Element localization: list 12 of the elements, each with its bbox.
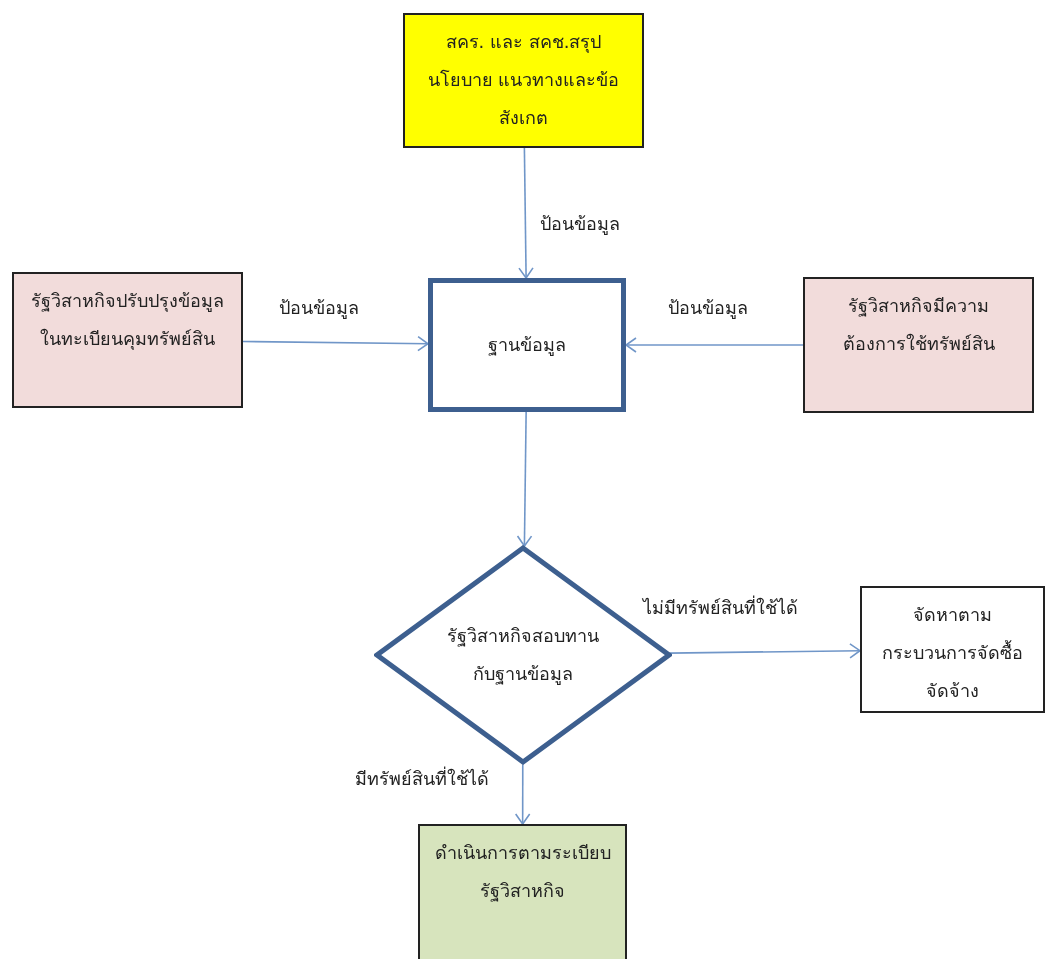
arrow — [242, 335, 429, 352]
arrow — [668, 643, 861, 659]
process-box: จัดหาตามกระบวนการจัดซื้อจัดจ้าง — [860, 586, 1045, 713]
arrow — [625, 337, 804, 353]
arrow — [516, 411, 533, 547]
database-box: ฐานข้อมูล — [428, 278, 626, 412]
arrow — [518, 147, 534, 279]
process-box: สคร. และ สคช.สรุปนโยบาย แนวทางและข้อสังเกต — [403, 13, 644, 148]
process-box: รัฐวิสาหกิจมีความต้องการใช้ทรัพย์สิน — [803, 277, 1034, 413]
arrow — [514, 764, 531, 825]
process-box: รัฐวิสาหกิจปรับปรุงข้อมูลในทะเบียนคุมทรัพย์สิน — [12, 272, 243, 408]
process-box: ดำเนินการตามระเบียบรัฐวิสาหกิจ — [418, 824, 627, 959]
